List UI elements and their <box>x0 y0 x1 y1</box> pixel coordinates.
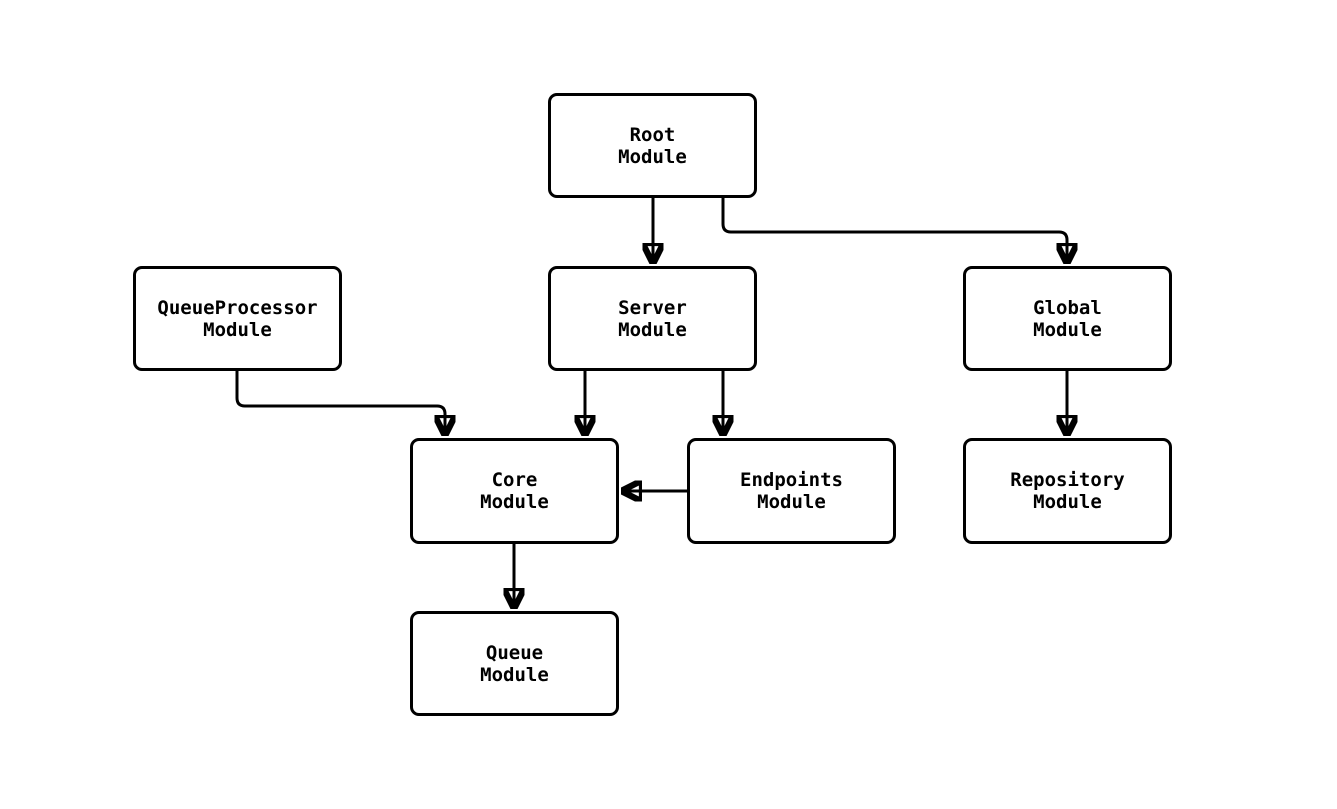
node-label: Module <box>757 491 826 513</box>
node-root-module: Root Module <box>548 93 757 198</box>
node-core-module: Core Module <box>410 438 619 544</box>
node-label: Endpoints <box>740 469 843 491</box>
node-label: Root <box>629 123 676 146</box>
node-label: Module <box>203 318 272 341</box>
edge-queueprocessor-to-core <box>235 371 445 436</box>
node-server-module: Server Module <box>548 266 757 371</box>
node-endpoints-module: Endpoints Module <box>687 438 896 544</box>
node-label: Core <box>491 469 538 491</box>
node-label: Server <box>618 296 687 319</box>
node-queue-module: Queue Module <box>410 611 619 716</box>
node-label: Module <box>480 663 549 686</box>
node-repository-module: Repository Module <box>963 438 1172 544</box>
edge-root-to-global <box>721 198 1067 264</box>
node-global-module: Global Module <box>963 266 1172 371</box>
node-label: Global <box>1033 296 1102 319</box>
node-label: Module <box>480 491 549 513</box>
node-label: Queue <box>485 641 544 664</box>
node-label: Module <box>618 318 687 341</box>
node-label: Module <box>1033 491 1102 513</box>
node-queueprocessor-module: QueueProcessor Module <box>133 266 342 371</box>
node-label: Module <box>618 145 687 168</box>
node-label: Repository <box>1010 469 1125 491</box>
node-label: Module <box>1033 318 1102 341</box>
node-label: QueueProcessor <box>157 296 318 319</box>
